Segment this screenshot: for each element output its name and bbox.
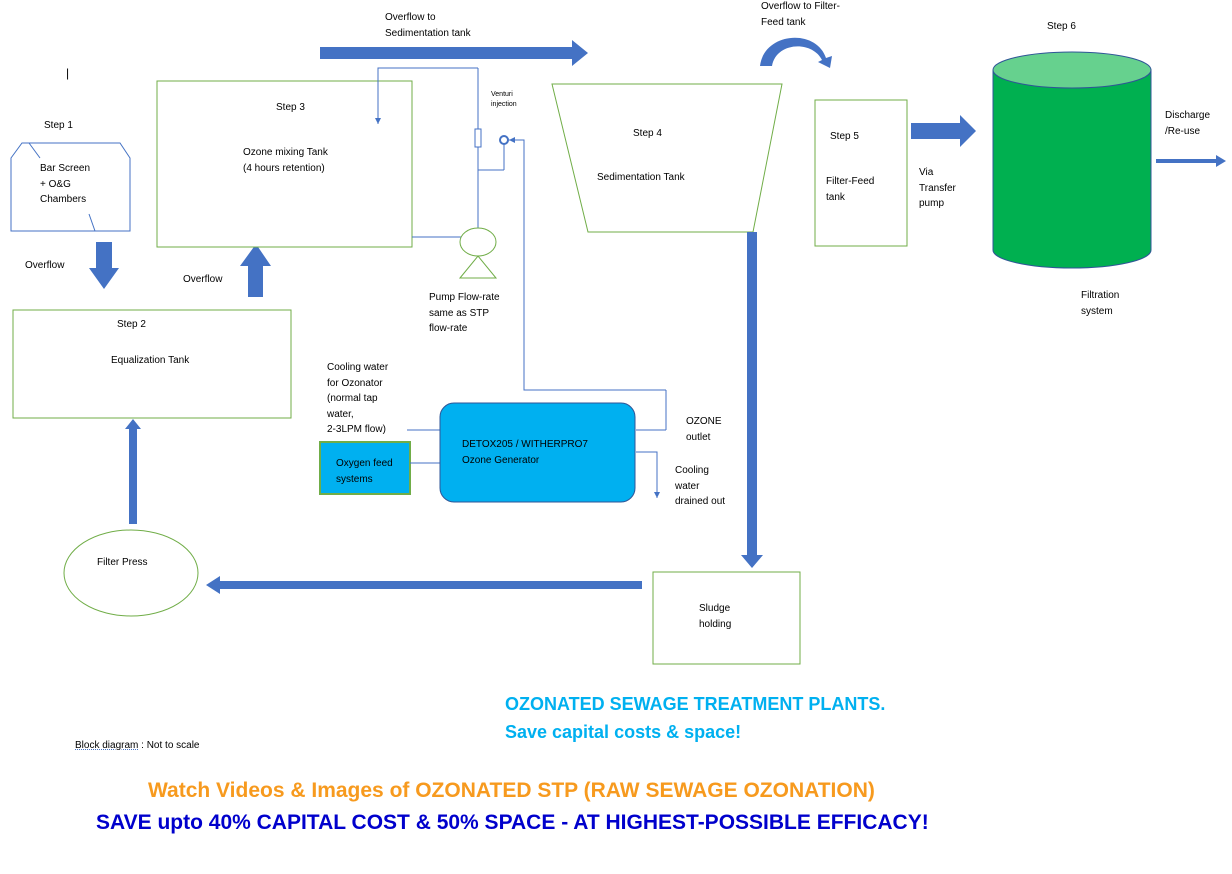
overflow-to-filter-feed-arrow [760,37,832,68]
block-diagram-link: Block diagram [75,740,139,751]
cooling-water-out-label: Cooling water drained out [675,465,726,507]
bar-screen-pointer [28,142,41,159]
filtration-cylinder-top [992,51,1152,89]
ozone-feed-line [509,137,666,391]
sludge-down-arrow [741,232,763,568]
ozone-outlet-label: OZONE outlet [686,416,722,443]
venturi-injector [474,128,482,148]
discharge-arrow [1156,155,1226,167]
sludge-to-filter-press-arrow [206,576,642,594]
oxygen-feed-label: Oxygen feed systems [336,458,393,485]
bar-screen-text: Bar Screen + O&G Chambers [40,163,91,205]
overflow-label-left: Overflow [25,260,65,271]
step-2-label: Step 2 [117,319,146,330]
sedimentation-tank [551,83,783,233]
overflow-filter-label: Overflow to Filter- Feed tank [761,1,840,28]
ozone-generator-label: DETOX205 / WITHERPRO7 Ozone Generator [462,439,588,466]
equalization-text: Equalization Tank [111,355,190,366]
ozone-generator [439,402,636,503]
cursor-mark: | [66,66,70,80]
filter-feed-text: Filter-Feed tank [826,176,875,203]
cooling-drain-line [636,451,660,498]
step-6-label: Step 6 [1047,21,1076,32]
cooling-water-in-label: Cooling water for Ozonator (normal tap w… [327,362,389,435]
oxygen-feed-box [319,441,411,495]
headline-orange: Watch Videos & Images of OZONATED STP (R… [148,779,875,802]
headline-cyan-1: OZONATED SEWAGE TREATMENT PLANTS. [505,694,886,714]
overflow-sedimentation-label: Overflow to Sedimentation tank [385,12,471,39]
step-4-label: Step 4 [633,128,662,139]
step-1-label: Step 1 [44,120,73,131]
filter-press-return-arrow [125,419,141,524]
sedimentation-text: Sedimentation Tank [597,172,685,183]
filtration-cylinder [992,69,1152,269]
equalization-tank [12,309,292,419]
bar-screen-chamber [10,142,131,232]
step-5-label: Step 5 [830,131,859,142]
headline-cyan-2: Save capital costs & space! [505,722,742,742]
overflow-to-sedimentation-arrow [320,40,588,66]
transfer-pump-arrow [911,115,976,147]
via-pump-label: Via Transfer pump [919,167,956,209]
discharge-label: Discharge /Re-use [1165,110,1211,137]
filter-press [63,529,199,617]
venturi-return-line [375,67,478,124]
pump-icon [459,227,497,257]
filter-press-label: Filter Press [97,557,148,568]
ozone-mixing-text: Ozone mixing Tank (4 hours retention) [243,147,328,174]
bar-screen-pointer-2 [88,213,96,232]
pump-label: Pump Flow-rate same as STP flow-rate [429,292,500,334]
pump-stand [458,255,498,279]
venturi-valve [499,135,509,145]
sludge-holding-label: Sludge holding [699,603,732,630]
filtration-text: Filtration system [1081,290,1120,317]
overflow-up-arrow [240,244,271,297]
headline-blue: SAVE upto 40% CAPITAL COST & 50% SPACE -… [96,811,929,834]
filter-feed-tank [814,99,908,247]
ozone-mixing-tank [156,80,413,248]
sludge-holding-tank [652,571,801,665]
overflow-label-mid: Overflow [183,274,223,285]
venturi-label: Venturi injection [491,91,517,108]
step-3-label: Step 3 [276,102,305,113]
block-diagram-note: Block diagram : Not to scale [75,738,200,754]
overflow-down-arrow [89,242,119,289]
not-to-scale-text: : Not to scale [138,740,200,751]
